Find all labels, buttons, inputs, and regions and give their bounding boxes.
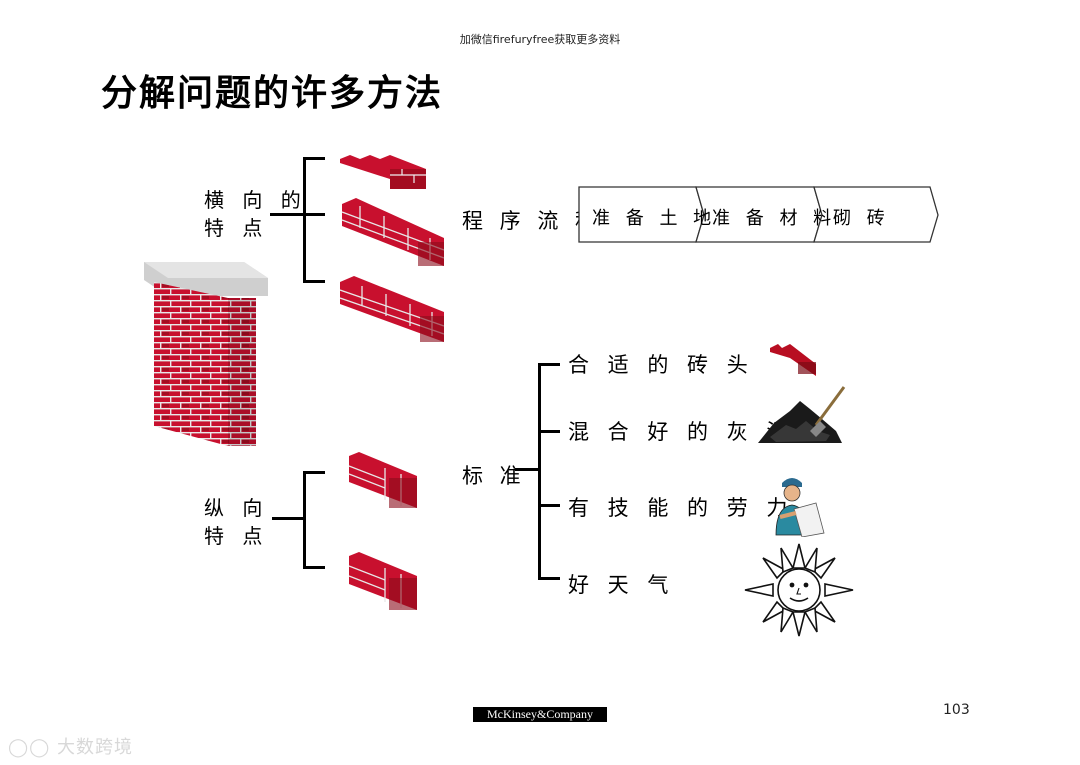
horizontal-bracket-top [303, 157, 325, 160]
standard-tick-2 [538, 430, 560, 433]
horizontal-label-line2: 特 点 [204, 214, 268, 242]
vertical-label-line2: 特 点 [204, 522, 268, 550]
standard-label: 标 准 [462, 460, 526, 490]
standard-bracket-spine [538, 364, 541, 580]
process-step-3: 砌 砖 [833, 204, 890, 230]
watermark-text: 大数跨境 [57, 737, 133, 758]
vertical-bracket-bottom [303, 566, 325, 569]
vertical-bracket-top [303, 471, 325, 474]
worker-icon [770, 473, 830, 537]
process-step-2: 准 备 材 料 [712, 204, 836, 230]
horizontal-bracket-spine [303, 158, 306, 282]
mckinsey-logo: McKinsey&Company [473, 707, 607, 722]
brick-row-2 [340, 198, 450, 270]
sun-icon [744, 542, 854, 638]
top-note: 加微信firefuryfree获取更多资料 [0, 31, 1080, 47]
watermark: ◯◯ 大数跨境 [8, 733, 133, 759]
watermark-logo-icon: ◯◯ [8, 737, 50, 758]
brick-wall-illustration [140, 258, 270, 453]
vertical-label-line1: 纵 向 [204, 494, 268, 522]
brick-row-3 [340, 276, 450, 346]
standard-tick-3 [538, 504, 560, 507]
standard-bracket-stem [515, 468, 540, 471]
horizontal-bracket-mid [303, 213, 325, 216]
standard-item-1: 合 适 的 砖 头 [568, 351, 754, 379]
brick-column-2 [345, 552, 420, 614]
vertical-bracket-spine [303, 472, 306, 568]
horizontal-bracket-bottom [303, 280, 325, 283]
standard-item-3: 有 技 能 的 劳 力 [568, 494, 793, 522]
mortar-pile-icon [756, 385, 846, 447]
standard-tick-4 [538, 577, 560, 580]
standard-item-4: 好 天 气 [568, 571, 674, 599]
brick-icon [768, 344, 820, 378]
page-number: 103 [943, 702, 970, 718]
horizontal-label-line1: 横 向 的 [204, 186, 307, 214]
process-step-1: 准 备 土 地 [592, 204, 716, 230]
brick-row-1 [340, 155, 430, 195]
vertical-bracket-stem [272, 517, 304, 520]
brick-column-1 [345, 452, 420, 512]
horizontal-bracket-stem [270, 213, 304, 216]
page-title: 分解问题的许多方法 [101, 64, 443, 116]
standard-tick-1 [538, 363, 560, 366]
